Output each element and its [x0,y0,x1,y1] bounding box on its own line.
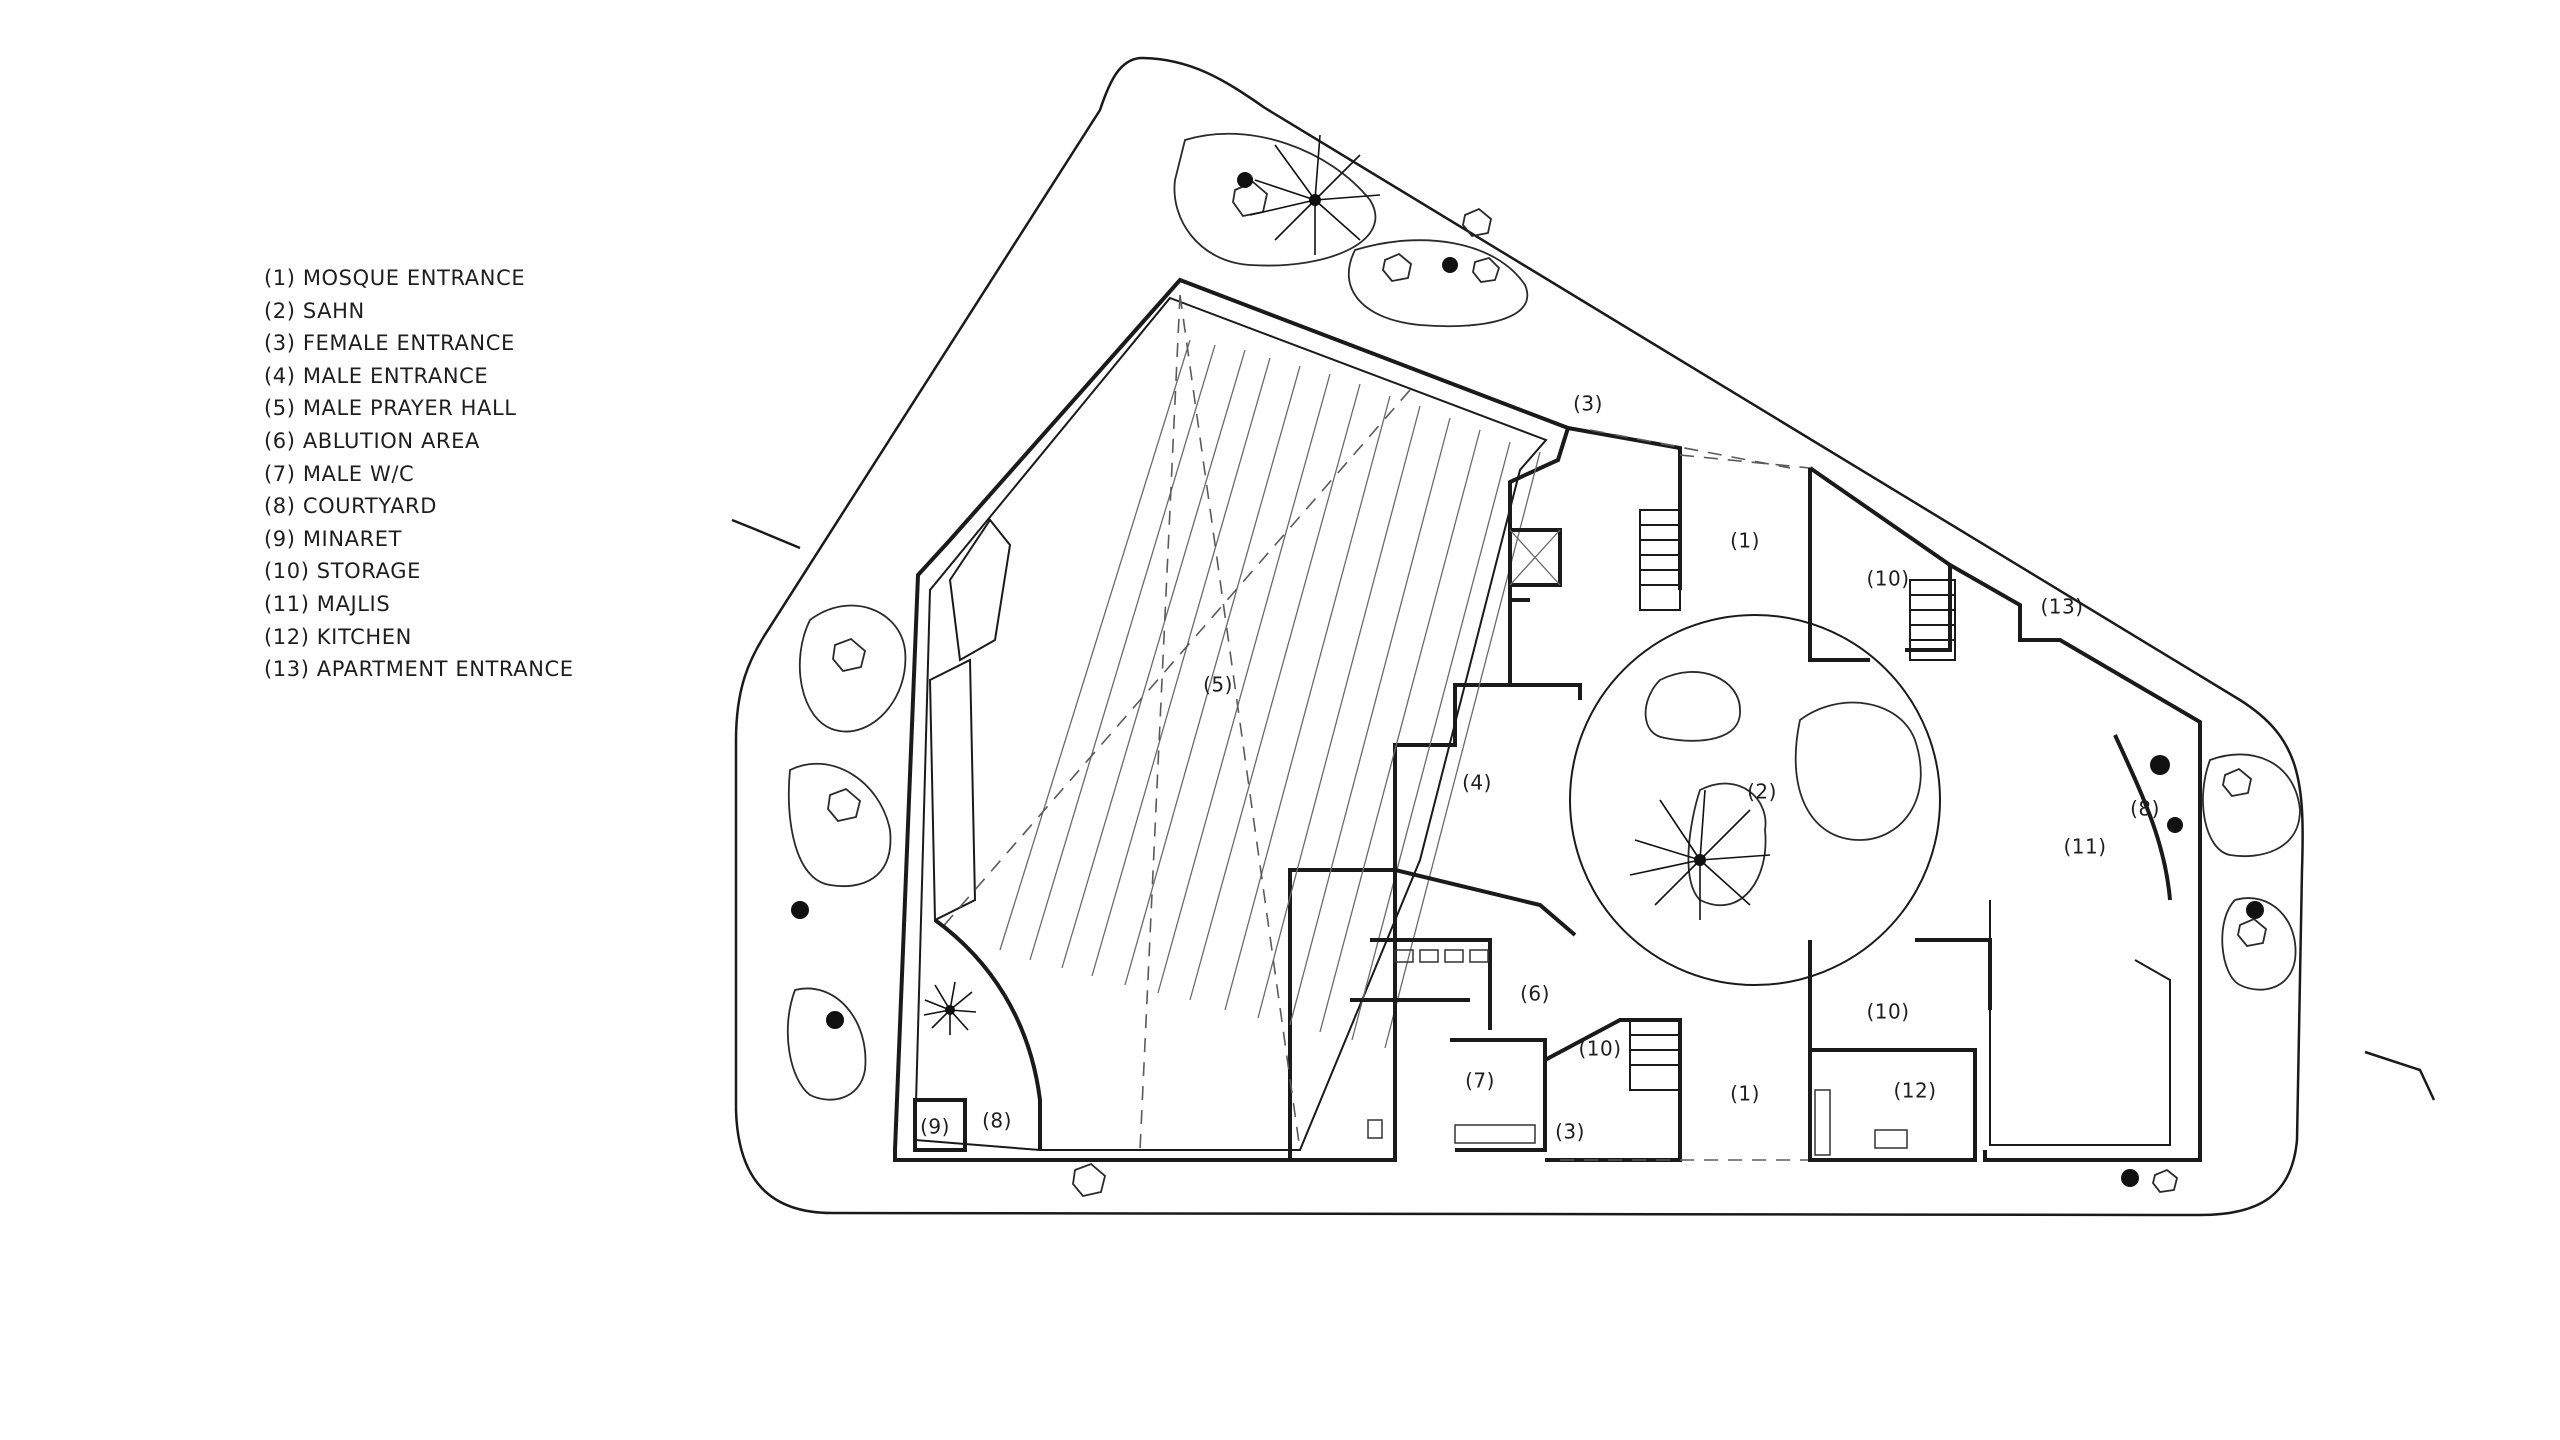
female-stair [1639,509,1681,611]
label-storage-mid: (10) [1866,1000,1909,1024]
label-sahn: (2) [1747,780,1777,804]
prayer-hall-outer-wall [893,277,1571,1162]
label-kitchen: (12) [1893,1079,1936,1103]
landscape-rocks [827,180,2267,1197]
entrance-dashed-lines [1560,429,1811,1161]
legend: (1) MOSQUE ENTRANCE (2) SAHN (3) FEMALE … [264,262,574,686]
label-female-entrance-south: (3) [1555,1120,1585,1144]
label-mosque-entrance-north: (1) [1730,529,1760,553]
palm-tree-west-courtyard [923,981,977,1035]
east-block-walls [1808,466,2202,1162]
shrub-icons [791,172,2264,1187]
prayer-rows [999,339,1541,1049]
legend-item-majlis: (11) MAJLIS [264,591,391,616]
legend-item-male-wc: (7) MALE W/C [264,461,415,486]
minaret-box [913,1098,967,1152]
ablution-block-walls [1290,870,1682,1162]
apartment-stair [1909,579,1956,661]
west-slim-chambers [928,518,1012,922]
label-storage-south: (10) [1578,1037,1621,1061]
label-minaret: (9) [920,1115,950,1139]
sahn-planter-east [1794,701,1922,841]
west-courtyard-wall [933,918,1042,1150]
entrance-hall-walls [1394,426,1682,937]
label-majlis: (11) [2063,835,2106,859]
label-mosque-entrance-south: (1) [1730,1082,1760,1106]
palm-tree-north [1249,134,1381,255]
wc-stalls [1367,949,1536,1144]
legend-item-mosque-entrance: (1) MOSQUE ENTRANCE [264,266,526,290]
label-male-wc: (7) [1465,1069,1495,1093]
male-entrance-shaft [1508,528,1562,587]
label-courtyard-east: (8) [2130,797,2160,821]
sahn-circle [1569,614,1941,986]
landscape-planters [786,132,2301,1101]
label-storage-north: (10) [1866,567,1909,591]
legend-item-male-entrance: (4) MALE ENTRANCE [264,363,489,388]
shaft-cross-b [1509,529,1561,586]
legend-item-minaret: (9) MINARET [264,526,403,551]
label-male-entrance: (4) [1462,771,1492,795]
street-mark-east [2364,1050,2436,1101]
east-courtyard-arc [2113,734,2172,901]
legend-item-kitchen: (12) KITCHEN [264,624,412,649]
prayer-hall-dashed-guides [939,294,1411,1151]
legend-item-courtyard: (8) COURTYARD [264,494,438,519]
street-mark-west [731,518,801,550]
prayer-hall-inner-wall [913,296,1548,1151]
kitchen-counter [1814,1089,1908,1156]
sahn-planter-central [1687,782,1767,907]
label-ablution-area: (6) [1520,982,1550,1006]
label-apartment-entrance: (13) [2040,595,2083,619]
label-female-entrance-north: (3) [1573,392,1603,416]
sahn-planter-west [1644,671,1741,742]
legend-item-male-prayer-hall: (5) MALE PRAYER HALL [264,396,517,421]
label-courtyard-west: (8) [982,1109,1012,1133]
legend-item-ablution-area: (6) ABLUTION AREA [264,428,480,453]
legend-item-apartment-entrance: (13) APARTMENT ENTRANCE [264,657,574,682]
storage-south-stair [1629,1019,1681,1091]
legend-item-sahn: (2) SAHN [264,298,365,323]
legend-item-female-entrance: (3) FEMALE ENTRANCE [264,331,515,356]
majlis-inner [1989,900,2171,1146]
palm-tree-sahn [1629,789,1771,920]
legend-item-storage: (10) STORAGE [264,559,421,584]
site-boundary [734,56,2304,1217]
label-male-prayer-hall: (5) [1203,673,1233,697]
